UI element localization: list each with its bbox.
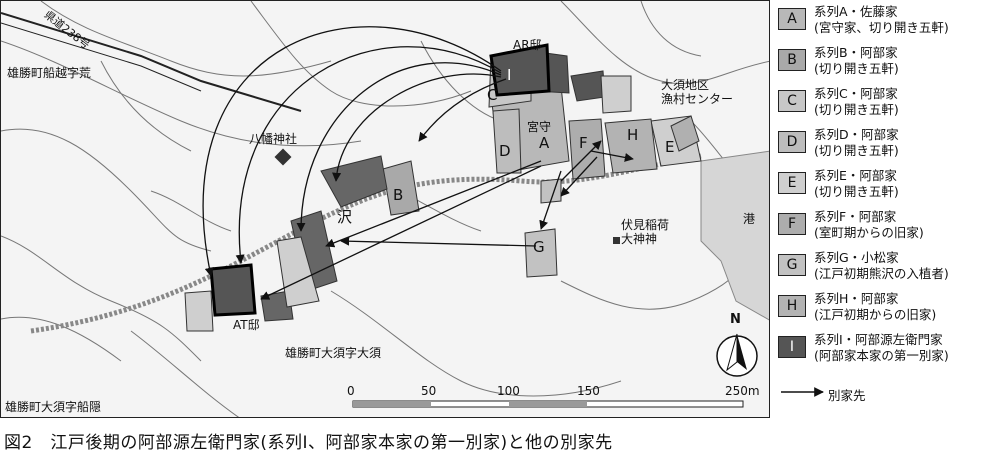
legend-text: 系列A・佐藤家(宮守家、切り開き五軒): [814, 4, 949, 36]
legend-item-e: E 系列E・阿部家(切り開き五軒): [776, 168, 998, 206]
legend-swatch: G: [778, 254, 806, 276]
lot-letter-i: I: [507, 66, 512, 84]
legend-line2: (江戸初期熊沢の入植者): [814, 266, 949, 281]
legend-line1: 系列G・小松家: [814, 250, 899, 265]
lot-d: [492, 108, 522, 174]
legend-text: 系列C・阿部家(切り開き五軒): [814, 86, 899, 118]
legend-line2: (室町期からの旧家): [814, 225, 924, 240]
legend-line1: 系列D・阿部家: [814, 127, 899, 142]
label-port: 港: [743, 212, 756, 226]
legend-line2: (切り開き五軒): [814, 61, 899, 76]
label-miyamori: 宮守: [527, 120, 552, 134]
lot-letter-b: B: [393, 186, 404, 204]
north-arrow-icon: [716, 333, 758, 377]
label-oosu-oosu: 雄勝町大須字大須: [285, 346, 382, 360]
scale-tick-50: 50: [421, 384, 437, 398]
legend-line1: 系列F・阿部家: [814, 209, 897, 224]
legend-text: 系列G・小松家(江戸初期熊沢の入植者): [814, 250, 949, 282]
legend-line1: 系列H・阿部家: [814, 291, 899, 306]
legend-line2: (江戸初期からの旧家): [814, 307, 937, 322]
map-panel: AR邸 AT邸 八幡神社 宮守 沢 大須地区 漁村センター 伏見稲荷 大神神 港…: [0, 0, 770, 418]
scale-tick-100: 100: [497, 384, 520, 398]
fushimi-inari-mark: [613, 237, 620, 244]
legend-swatch: B: [778, 49, 806, 71]
lot-letter-c: C: [487, 86, 498, 104]
legend-swatch: E: [778, 172, 806, 194]
lot-g: [524, 228, 558, 278]
legend-line1: 系列C・阿部家: [814, 86, 898, 101]
lot-letter-g: G: [533, 238, 545, 256]
legend-item-a: A 系列A・佐藤家(宮守家、切り開き五軒): [776, 4, 998, 42]
scale-tick-150: 150: [577, 384, 600, 398]
lot-letter-d: D: [499, 142, 511, 160]
legend-text: 系列H・阿部家(江戸初期からの旧家): [814, 291, 936, 323]
legend-line2: (阿部家本家の第一別家): [814, 348, 949, 363]
legend-line1: 系列A・佐藤家: [814, 4, 898, 19]
north-label: N: [730, 312, 741, 327]
label-ar-residence: AR邸: [513, 38, 542, 52]
legend-item-d: D 系列D・阿部家(切り開き五軒): [776, 127, 998, 165]
lot-h: [604, 118, 658, 174]
legend-swatch: A: [778, 8, 806, 30]
label-oosu-funakakure: 雄勝町大須字船隠: [5, 400, 102, 414]
road: [1, 12, 702, 334]
legend-swatch: I: [778, 336, 806, 358]
scale-tick-250m: 250m: [725, 384, 760, 398]
legend-item-g: G 系列G・小松家(江戸初期熊沢の入植者): [776, 250, 998, 288]
legend-line2: (切り開き五軒): [814, 143, 899, 158]
legend-line1: 系列E・阿部家: [814, 168, 897, 183]
legend-swatch: D: [778, 131, 806, 153]
figure-caption: 図2 江戸後期の阿部源左衛門家(系列I、阿部家本家の第一別家)と他の別家先: [4, 433, 613, 453]
label-hachiman-shrine: 八幡神社: [249, 132, 298, 146]
legend-line1: 系列B・阿部家: [814, 45, 898, 60]
label-oosu-center: 大須地区 漁村センター: [661, 78, 734, 106]
legend-swatch: C: [778, 90, 806, 112]
label-fushimi-inari: 伏見稲荷 大神神: [621, 218, 670, 246]
scale-bar: [352, 400, 744, 408]
legend-arrow-icon: [781, 387, 824, 397]
lots: [184, 43, 702, 332]
legend-text: 系列I・阿部源左衛門家(阿部家本家の第一別家): [814, 332, 949, 364]
lot-b: [382, 160, 420, 216]
label-sawa: 沢: [337, 208, 353, 226]
branch-arrows: [202, 26, 634, 300]
legend-text: 系列D・阿部家(切り開き五軒): [814, 127, 899, 159]
legend-swatch: F: [778, 213, 806, 235]
legend-line2: (切り開き五軒): [814, 102, 899, 117]
lot-letter-h: H: [627, 126, 639, 144]
legend-text: 系列E・阿部家(切り開き五軒): [814, 168, 899, 200]
hachiman-shrine-mark: [274, 148, 292, 166]
legend-line2: (宮守家、切り開き五軒): [814, 20, 949, 35]
legend-line1: 系列I・阿部源左衛門家: [814, 332, 943, 347]
scale-tick-0: 0: [347, 384, 355, 398]
legend-swatch: H: [778, 295, 806, 317]
legend-item-c: C 系列C・阿部家(切り開き五軒): [776, 86, 998, 124]
terrain-lines: [1, 1, 769, 417]
lot-letter-e: E: [665, 138, 675, 156]
legend-item-f: F 系列F・阿部家(室町期からの旧家): [776, 209, 998, 247]
legend-line2: (切り開き五軒): [814, 184, 899, 199]
legend-text: 系列B・阿部家(切り開き五軒): [814, 45, 899, 77]
legend-arrow-label: 別家先: [828, 388, 866, 403]
legend-item-b: B 系列B・阿部家(切り開き五軒): [776, 45, 998, 83]
lot-letter-f: F: [579, 134, 588, 152]
port-area: [700, 150, 769, 321]
label-funakoshi: 雄勝町船越字荒: [7, 66, 92, 80]
label-at-residence: AT邸: [233, 318, 260, 332]
legend-item-h: H 系列H・阿部家(江戸初期からの旧家): [776, 291, 998, 329]
legend-item-i: I 系列I・阿部源左衛門家(阿部家本家の第一別家): [776, 332, 998, 370]
lot-letter-a: A: [539, 134, 550, 152]
map-drawing: [1, 1, 769, 417]
legend-text: 系列F・阿部家(室町期からの旧家): [814, 209, 924, 241]
